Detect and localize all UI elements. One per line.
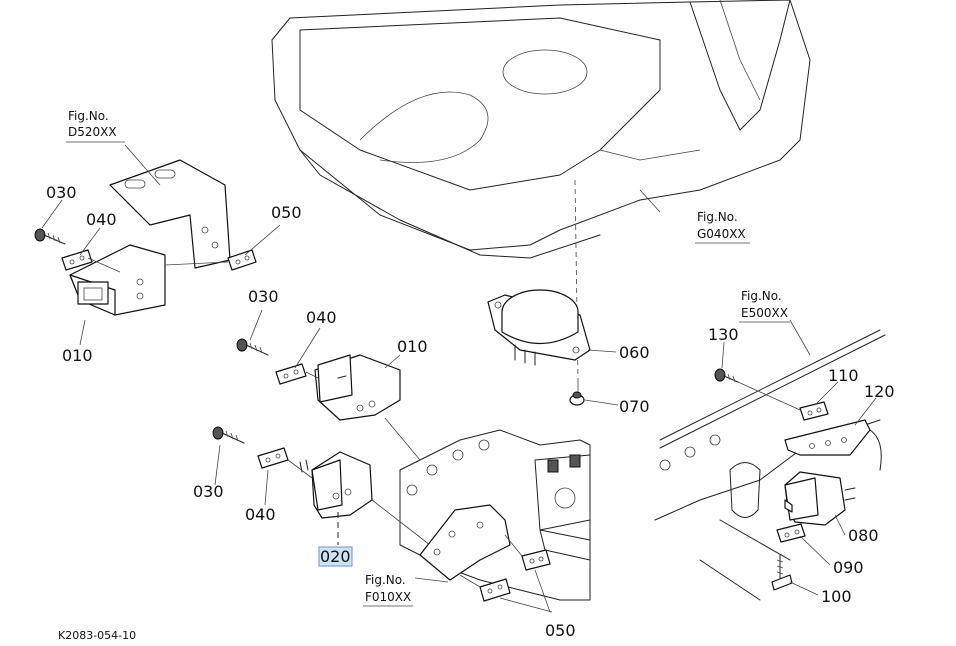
callout-030-left[interactable]: 030	[46, 183, 77, 202]
callout-070[interactable]: 070	[619, 397, 650, 416]
seat-illustration	[271, 0, 811, 381]
washer-040-left[interactable]	[61, 249, 93, 271]
switch-010-left[interactable]	[69, 244, 166, 316]
screw-130[interactable]	[714, 368, 739, 383]
seat-switch-060[interactable]	[487, 289, 591, 366]
callout-010-mid[interactable]: 010	[397, 337, 428, 356]
switch-080[interactable]	[784, 471, 856, 526]
washer-110[interactable]	[799, 401, 829, 421]
fig-code-g040[interactable]: G040XX	[697, 227, 746, 241]
washer-090[interactable]	[776, 523, 806, 543]
switch-010-mid[interactable]	[314, 354, 401, 421]
fig-code-f010[interactable]: F010XX	[365, 590, 411, 604]
screw-030-mid[interactable]	[236, 338, 269, 356]
callout-030-low[interactable]: 030	[193, 482, 224, 501]
callout-130[interactable]: 130	[708, 325, 739, 344]
callout-040-low[interactable]: 040	[245, 505, 276, 524]
screw-030-low[interactable]	[212, 426, 245, 444]
fig-label-f010: Fig.No.	[365, 573, 406, 587]
leader-lines	[41, 144, 877, 613]
screw-030-left[interactable]	[34, 228, 66, 245]
washer-040-mid[interactable]	[275, 363, 307, 385]
fig-code-e500[interactable]: E500XX	[741, 306, 788, 320]
bolt-070[interactable]	[569, 380, 585, 406]
screw-100[interactable]	[771, 554, 793, 591]
fig-label-e500: Fig.No.	[741, 289, 782, 303]
callout-040-mid[interactable]: 040	[306, 308, 337, 327]
callout-100[interactable]: 100	[821, 587, 852, 606]
washer-040-low[interactable]	[257, 447, 289, 469]
fig-label-d520: Fig.No.	[68, 109, 109, 123]
switch-020[interactable]	[299, 451, 373, 519]
nut-plate-050-a[interactable]	[521, 549, 551, 571]
callout-110[interactable]: 110	[828, 366, 859, 385]
bracket-f010	[419, 504, 511, 581]
callout-040-left[interactable]: 040	[86, 210, 117, 229]
callout-090[interactable]: 090	[833, 558, 864, 577]
callout-060[interactable]: 060	[619, 343, 650, 362]
fig-code-d520[interactable]: D520XX	[68, 125, 117, 139]
bracket-120[interactable]	[784, 419, 871, 456]
callout-020-selected[interactable]: 020	[320, 547, 351, 566]
nut-plate-050-top[interactable]	[227, 249, 257, 271]
callout-080[interactable]: 080	[848, 526, 879, 545]
callout-010-left[interactable]: 010	[62, 346, 93, 365]
callout-050-top[interactable]: 050	[271, 203, 302, 222]
drawing-code: K2083-054-10	[58, 629, 136, 642]
callout-050-bottom[interactable]: 050	[545, 621, 576, 640]
callout-030-mid[interactable]: 030	[248, 287, 279, 306]
nut-plate-050-b[interactable]	[479, 578, 511, 602]
bracket-d520	[109, 159, 231, 269]
callout-120[interactable]: 120	[864, 382, 895, 401]
selected-part-highlight	[318, 546, 353, 567]
fig-label-g040: Fig.No.	[697, 210, 738, 224]
